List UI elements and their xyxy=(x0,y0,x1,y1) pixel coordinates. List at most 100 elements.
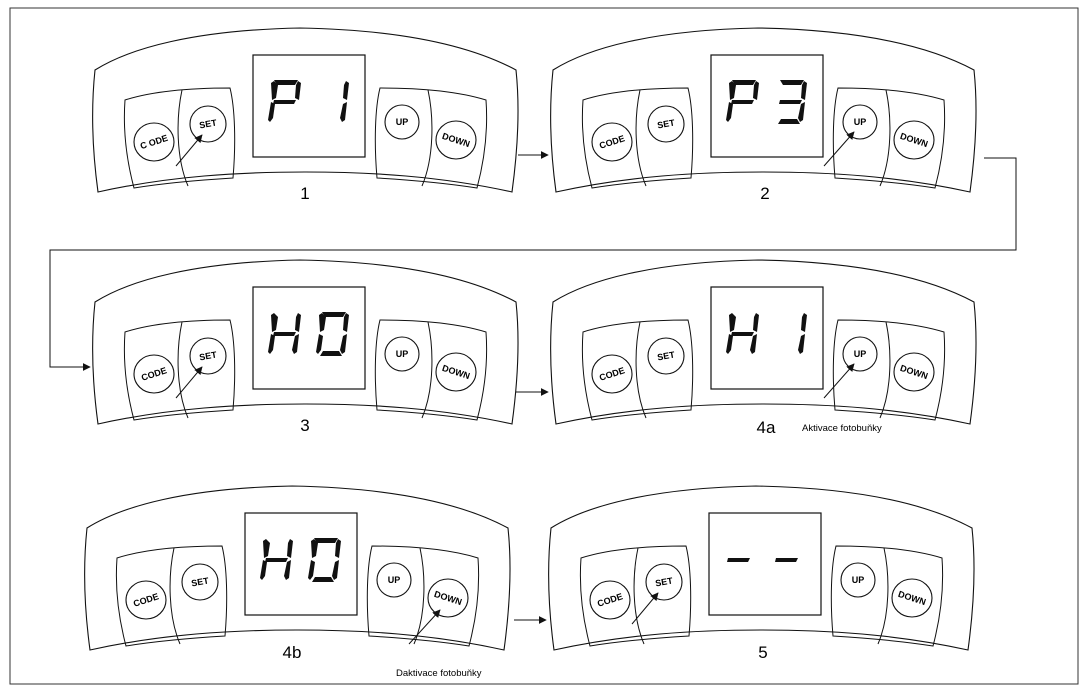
down-button-circle xyxy=(427,578,469,618)
up-button-label: UP xyxy=(396,117,409,127)
segment-f xyxy=(263,539,270,558)
display-digit-2 xyxy=(798,313,807,354)
up-button[interactable]: UP xyxy=(384,336,420,372)
caption-4a: Aktivace fotobuňky xyxy=(802,423,882,434)
left-divider xyxy=(635,89,647,187)
down-button[interactable]: DOWN xyxy=(891,578,933,618)
down-button[interactable]: DOWN xyxy=(435,120,477,160)
set-button-circle xyxy=(647,105,685,143)
display-digit-2 xyxy=(775,558,798,562)
up-button-circle xyxy=(376,562,412,598)
right-button-well xyxy=(832,319,946,421)
segment-b xyxy=(753,313,759,332)
press-pointer-arrow xyxy=(823,131,855,167)
segment-e xyxy=(308,560,315,580)
segment-g xyxy=(273,332,296,336)
segment-c xyxy=(284,560,291,580)
display-readout: P 3 xyxy=(766,167,768,169)
down-button[interactable]: DOWN xyxy=(435,352,477,392)
panel-body xyxy=(550,27,977,193)
set-button-circle xyxy=(189,337,227,375)
caption-4b: Daktivace fotobuňky xyxy=(396,668,482,679)
right-button-well xyxy=(830,545,944,647)
display-digit-1 xyxy=(727,558,750,562)
press-pointer-arrow xyxy=(175,366,203,399)
display-window xyxy=(244,512,358,616)
up-button[interactable]: UP xyxy=(384,104,420,140)
segment-b xyxy=(801,313,807,332)
up-button[interactable]: UP xyxy=(842,336,878,372)
code-button-circle xyxy=(591,122,633,162)
left-button-well xyxy=(581,319,694,421)
segment-e xyxy=(268,334,275,354)
set-button-label: SET xyxy=(199,117,218,130)
right-button-well xyxy=(374,319,488,421)
code-button[interactable]: CODE xyxy=(591,354,633,394)
up-button-label: UP xyxy=(854,349,867,359)
code-button[interactable]: CODE xyxy=(591,122,633,162)
press-pointer-arrow xyxy=(823,363,855,399)
code-button[interactable]: CODE xyxy=(133,354,175,394)
segment-b xyxy=(295,81,301,100)
code-button-circle xyxy=(125,580,167,620)
set-button[interactable]: SET xyxy=(647,337,685,375)
set-button[interactable]: SET xyxy=(647,105,685,143)
segment-g xyxy=(727,558,750,562)
set-button[interactable]: SET xyxy=(181,563,219,601)
up-button-circle xyxy=(842,336,878,372)
up-button-label: UP xyxy=(852,575,865,585)
segment-e xyxy=(316,334,323,354)
segment-c xyxy=(332,560,339,580)
down-button[interactable]: DOWN xyxy=(427,578,469,618)
segment-b xyxy=(343,81,349,100)
display-digit-2 xyxy=(308,538,341,582)
left-divider xyxy=(177,321,189,419)
control-panel-3: H 0 CODE SET UP DOWN xyxy=(92,259,519,425)
segment-a xyxy=(322,312,346,317)
down-button-circle xyxy=(891,578,933,618)
set-button-circle xyxy=(647,337,685,375)
code-button[interactable]: CODE xyxy=(589,580,631,620)
up-button-label: UP xyxy=(854,117,867,127)
right-button-well xyxy=(366,545,480,647)
step-label-1: 1 xyxy=(300,184,309,203)
code-button[interactable]: CODE xyxy=(125,580,167,620)
segment-g xyxy=(775,558,798,562)
left-button-well xyxy=(123,87,236,189)
set-button[interactable]: SET xyxy=(645,563,683,601)
segment-e xyxy=(268,102,275,122)
right-divider xyxy=(879,89,891,187)
display-digit-1 xyxy=(268,313,301,354)
segment-f xyxy=(311,539,318,558)
right-divider xyxy=(879,321,891,419)
left-divider xyxy=(169,547,181,645)
set-button[interactable]: SET xyxy=(189,105,227,143)
segment-d xyxy=(778,119,800,124)
segment-a xyxy=(274,80,298,85)
display-readout: H 0 xyxy=(308,399,310,401)
up-button[interactable]: UP xyxy=(840,562,876,598)
outer-frame xyxy=(9,7,1079,685)
up-button[interactable]: UP xyxy=(376,562,412,598)
up-button[interactable]: UP xyxy=(842,104,878,140)
down-button-circle xyxy=(893,352,935,392)
set-button-label: SET xyxy=(657,349,676,362)
segment-g xyxy=(265,558,288,562)
panel-body xyxy=(548,485,975,651)
display-window xyxy=(710,286,824,390)
down-button-circle xyxy=(435,352,477,392)
down-button[interactable]: DOWN xyxy=(893,120,935,160)
down-button[interactable]: DOWN xyxy=(893,352,935,392)
left-divider xyxy=(635,321,647,419)
set-button[interactable]: SET xyxy=(189,337,227,375)
set-button-label: SET xyxy=(655,575,674,588)
right-button-well xyxy=(832,87,946,189)
display-window xyxy=(252,54,366,158)
up-button-label: UP xyxy=(396,349,409,359)
code-button-circle xyxy=(133,354,175,394)
code-button[interactable]: C ODE xyxy=(133,122,175,162)
